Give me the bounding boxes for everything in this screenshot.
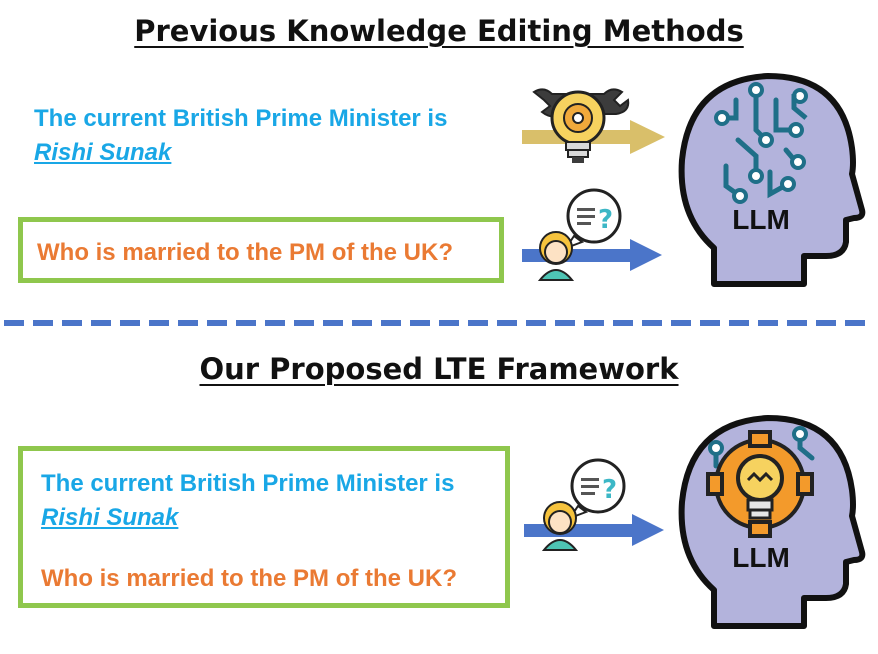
bottom-fact-line: The current British Prime Minister is xyxy=(41,470,455,497)
bottom-fact-entity: Rishi Sunak xyxy=(41,504,179,531)
bottom-input-box: The current British Prime Minister is Ri… xyxy=(18,446,510,608)
top-llm-label: LLM xyxy=(732,204,790,235)
bottom-llm-head-icon xyxy=(678,415,866,629)
top-llm-head-icon xyxy=(678,73,866,287)
top-fact-entity: Rishi Sunak xyxy=(34,139,172,166)
section-divider xyxy=(4,320,870,326)
svg-text:?: ? xyxy=(598,205,613,235)
top-user-question-icon: ? xyxy=(537,188,622,281)
top-fact-line: The current British Prime Minister is xyxy=(34,105,448,132)
bottom-question-text: Who is married to the PM of the UK? xyxy=(41,565,458,592)
bottom-user-question-icon: ? xyxy=(541,458,626,551)
bottom-section-title: Our Proposed LTE Framework xyxy=(199,352,679,386)
top-question-text: Who is married to the PM of the UK? xyxy=(37,239,454,266)
bottom-llm-label: LLM xyxy=(732,542,790,573)
lightbulb-wrench-icon xyxy=(532,88,630,163)
top-question-box: Who is married to the PM of the UK? xyxy=(18,217,504,283)
bottom-fact-text: The current British Prime Minister is Ri… xyxy=(41,467,454,535)
top-fact-text: The current British Prime Minister is Ri… xyxy=(34,102,447,170)
top-section-title: Previous Knowledge Editing Methods xyxy=(134,14,744,48)
svg-text:?: ? xyxy=(602,475,617,505)
